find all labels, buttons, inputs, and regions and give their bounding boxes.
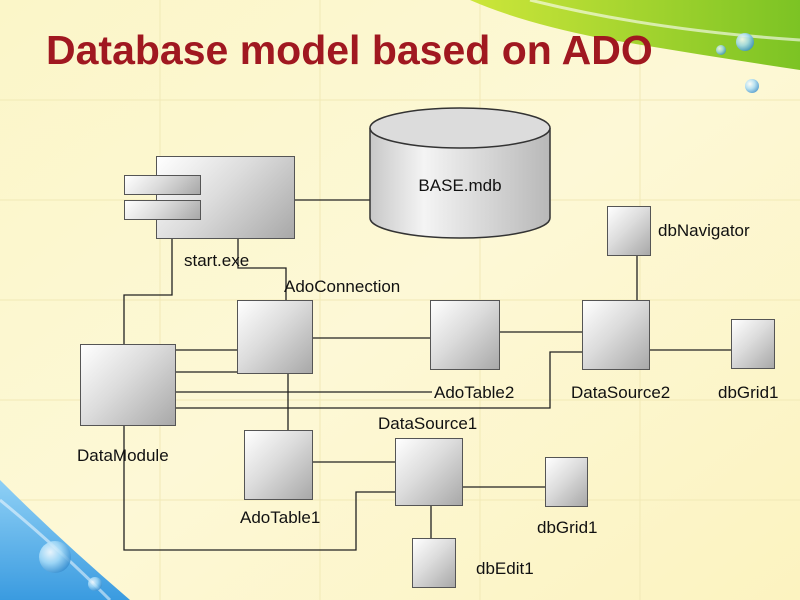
database-cylinder xyxy=(369,107,551,239)
dbgrid-bottom-box xyxy=(545,457,588,507)
dbedit-label: dbEdit1 xyxy=(476,559,534,578)
datasource1-label: DataSource1 xyxy=(378,414,478,433)
datasource1-box xyxy=(395,438,463,506)
slide-title: Database model based on ADO xyxy=(46,27,653,73)
datamodule-box xyxy=(80,344,176,426)
adotable1-label: AdoTable1 xyxy=(240,508,321,527)
dbgrid-top-label: dbGrid1 xyxy=(718,383,779,402)
start-exe-component xyxy=(156,156,295,239)
dbgrid-top-box xyxy=(731,319,775,369)
adotable1-box xyxy=(244,430,313,500)
start-exe-label: start.exe xyxy=(184,251,250,270)
dbnavigator-box xyxy=(607,206,651,256)
dbnavigator-label: dbNavigator xyxy=(658,221,750,240)
adotable2-label: AdoTable2 xyxy=(434,383,515,402)
adotable2-box xyxy=(430,300,500,370)
component-port-bottom xyxy=(124,200,201,220)
database-label: BASE.mdb xyxy=(418,176,502,195)
component-port-top xyxy=(124,175,201,195)
datamodule-label: DataModule xyxy=(77,446,169,465)
dbgrid-bottom-label: dbGrid1 xyxy=(537,518,598,537)
dbedit-box xyxy=(412,538,456,588)
datasource2-box xyxy=(582,300,650,370)
adoconnection-box xyxy=(237,300,313,374)
datasource2-label: DataSource2 xyxy=(571,383,671,402)
connector-lines xyxy=(123,199,732,551)
adoconnection-label: AdoConnection xyxy=(284,277,401,296)
